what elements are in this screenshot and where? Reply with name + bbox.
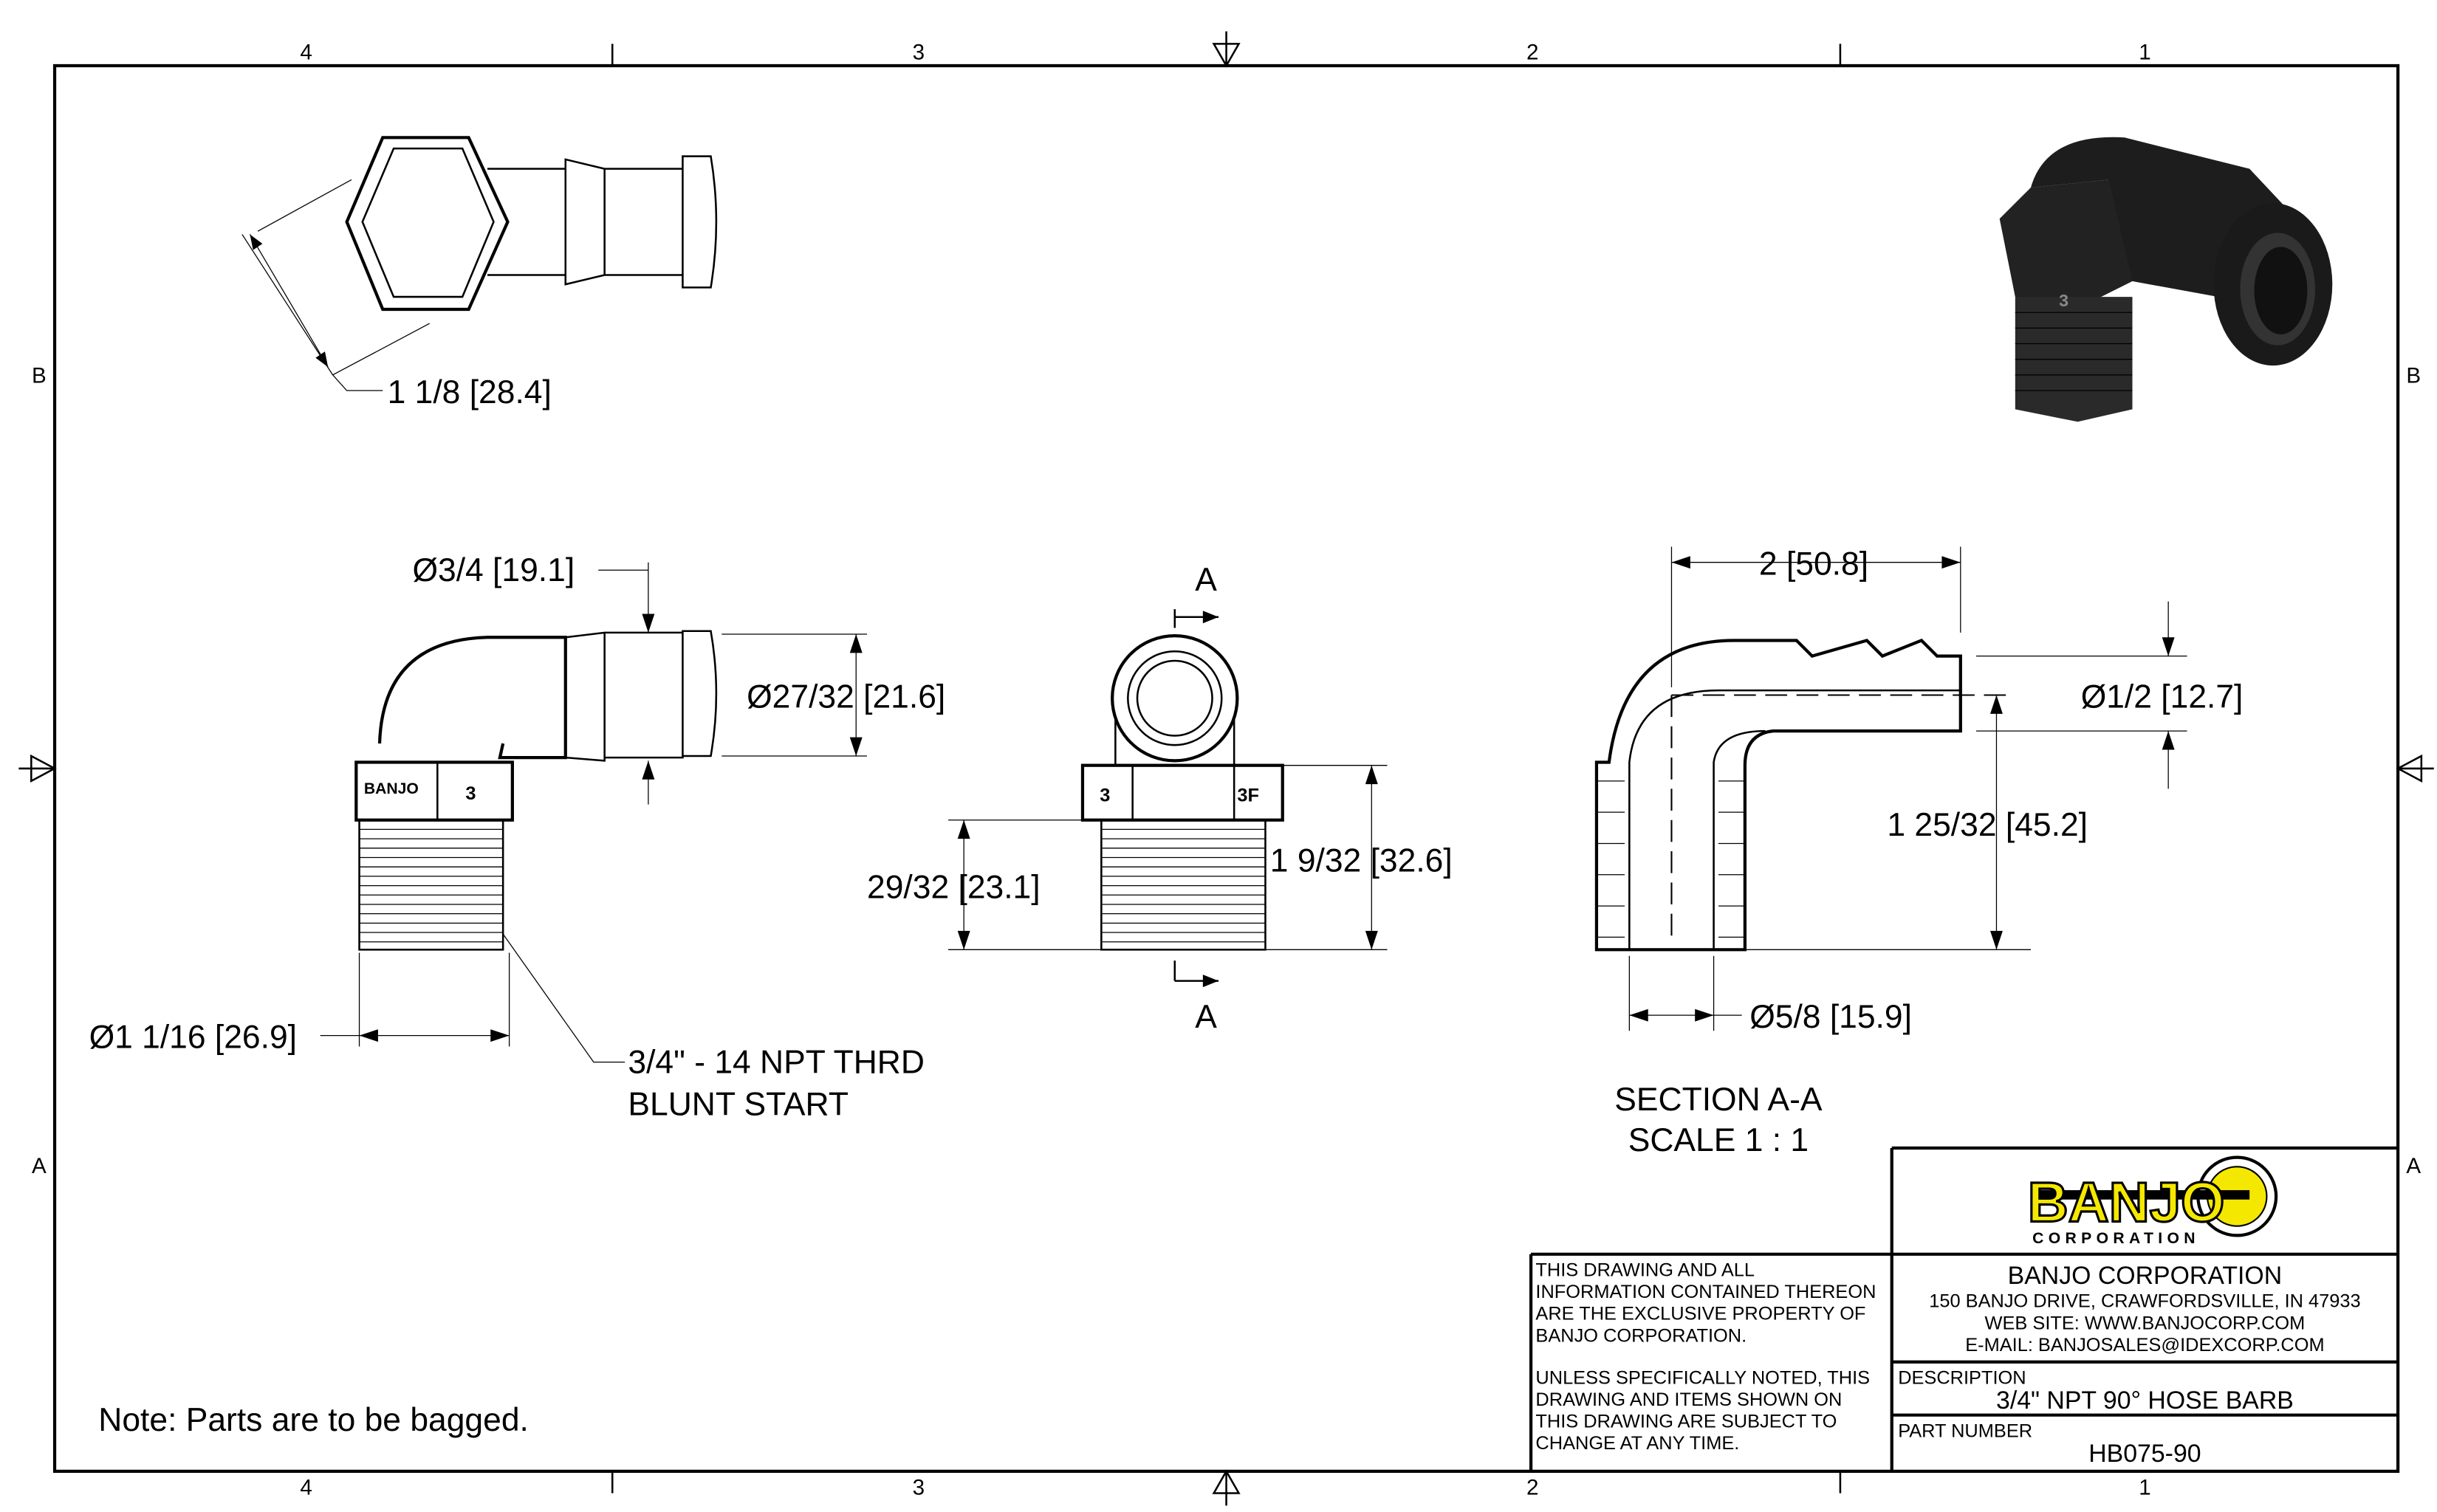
hex-brand-mark: BANJO (364, 780, 419, 797)
top-view: 1 1/8 [28.4] (241, 136, 718, 410)
zone-left-a: A (32, 1154, 47, 1178)
zone-top-4: 4 (300, 41, 312, 65)
isometric-render: 3 (1999, 137, 2333, 422)
iso-size-mark: 3 (2059, 291, 2068, 310)
disclaimer-line-1: THIS DRAWING AND ALL (1535, 1260, 1755, 1280)
section-cut-label-top: A (1195, 562, 1217, 598)
description-label: DESCRIPTION (1898, 1367, 2026, 1388)
zone-markers: 4 3 2 1 4 3 2 1 B A B A (18, 31, 2434, 1506)
dim-barb-max: Ø27/32 [21.6] (747, 678, 945, 715)
logo-text: BANJO (2028, 1171, 2225, 1234)
section-title: SECTION A-A (1614, 1082, 1823, 1118)
zone-bottom-2: 2 (1526, 1476, 1538, 1500)
disclaimer-line-8: CHANGE AT ANY TIME. (1535, 1433, 1739, 1454)
zone-top-3: 3 (913, 41, 925, 65)
side-view: 3 3F A A 29/32 [23.1] 1 9/32 [32.6] (867, 562, 1453, 1035)
disclaimer-line-6: DRAWING AND ITEMS SHOWN ON (1535, 1389, 1842, 1410)
zone-top-1: 1 (2139, 41, 2150, 65)
front-view: BANJO 3 Ø3/4 [19.1] Ø27/32 [21.6] Ø1 1/1… (89, 552, 946, 1122)
hex-size-mark: 3 (465, 783, 476, 804)
banjo-logo: BANJO CORPORATION (2026, 1155, 2278, 1247)
company-name: BANJO CORPORATION (2008, 1262, 2283, 1290)
dim-section-height: 1 25/32 [45.2] (1887, 807, 2088, 843)
company-address: 150 BANJO DRIVE, CRAWFORDSVILLE, IN 4793… (1929, 1291, 2360, 1312)
disclaimer-line-3: ARE THE EXCLUSIVE PROPERTY OF (1535, 1304, 1865, 1324)
zone-bottom-1: 1 (2139, 1476, 2150, 1500)
note: Note: Parts are to be bagged. (98, 1402, 529, 1438)
dim-section-bore: Ø1/2 [12.7] (2081, 678, 2244, 715)
dim-hex-to-end: 1 9/32 [32.6] (1270, 843, 1453, 879)
section-view: 2 [50.8] Ø1/2 [12.7] 1 25/32 [45.2] Ø5/8… (1594, 546, 2244, 1158)
zone-left-b: B (32, 363, 47, 388)
zone-bottom-4: 4 (300, 1476, 312, 1500)
section-scale: SCALE 1 : 1 (1628, 1122, 1809, 1158)
disclaimer-line-5: UNLESS SPECIFICALLY NOTED, THIS (1535, 1367, 1870, 1388)
part-number-value: HB075-90 (2088, 1440, 2201, 1468)
thread-callout-2: BLUNT START (628, 1087, 849, 1123)
title-block: BANJO CORPORATION THIS DRAWING AND ALL I… (1529, 1146, 2399, 1471)
disclaimer-line-4: BANJO CORPORATION. (1535, 1325, 1747, 1346)
hex-size-mark-side-2: 3F (1237, 785, 1259, 805)
company-website: WEB SITE: WWW.BANJOCORP.COM (1985, 1313, 2306, 1333)
dim-barb-od: Ø3/4 [19.1] (412, 552, 575, 588)
dim-section-thread-bore: Ø5/8 [15.9] (1749, 999, 1912, 1035)
disclaimer-line-7: THIS DRAWING ARE SUBJECT TO (1535, 1412, 1837, 1432)
description-value: 3/4" NPT 90° HOSE BARB (1996, 1386, 2294, 1415)
section-cut-label-bottom: A (1195, 999, 1217, 1035)
company-email: E-MAIL: BANJOSALES@IDEXCORP.COM (1965, 1335, 2324, 1355)
disclaimer-line-2: INFORMATION CONTAINED THEREON (1535, 1282, 1876, 1302)
dim-thread-od: Ø1 1/16 [26.9] (89, 1020, 297, 1056)
logo-subtext: CORPORATION (2032, 1230, 2200, 1247)
thread-callout-1: 3/4" - 14 NPT THRD (628, 1044, 925, 1080)
dim-section-length: 2 [50.8] (1759, 546, 1868, 583)
dim-thread-length: 29/32 [23.1] (867, 870, 1041, 906)
hex-size-mark-side: 3 (1100, 785, 1110, 805)
zone-right-b: B (2406, 363, 2421, 388)
zone-bottom-3: 3 (913, 1476, 925, 1500)
part-number-label: PART NUMBER (1898, 1420, 2032, 1441)
dim-hex-across-flats: 1 1/8 [28.4] (388, 374, 552, 410)
zone-top-2: 2 (1526, 41, 1538, 65)
zone-right-a: A (2406, 1154, 2421, 1178)
